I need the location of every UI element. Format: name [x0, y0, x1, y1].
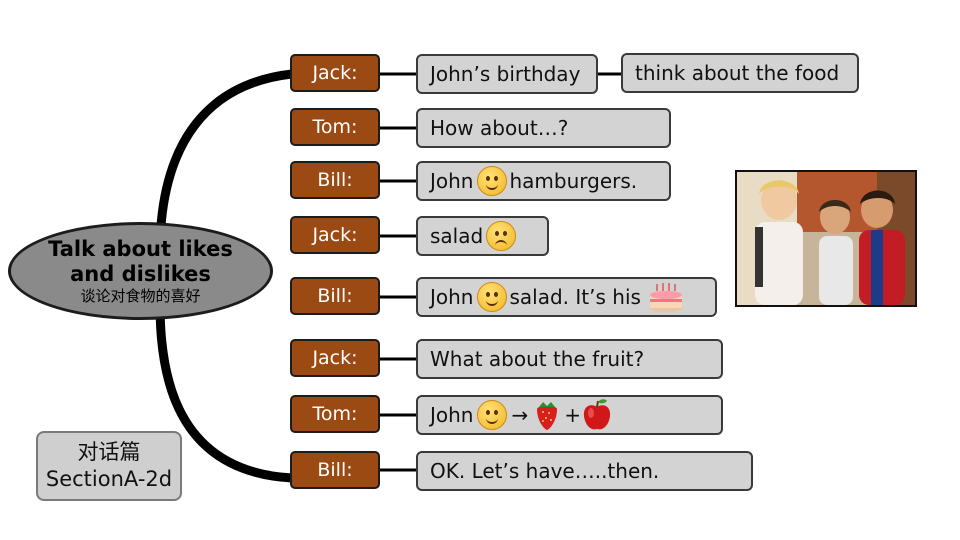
- worried-face-icon: [486, 221, 517, 251]
- line-john-word: John: [430, 403, 474, 427]
- speaker-tom-2: Tom:: [290, 395, 380, 433]
- line-john-word: John: [430, 285, 474, 309]
- line-salad-its-his: salad. It’s his: [509, 285, 641, 309]
- line-salad-word: salad: [430, 224, 484, 248]
- section-tag-line2: SectionA-2d: [45, 467, 173, 491]
- speaker-bill-3: Bill:: [290, 451, 380, 489]
- central-topic-title-line2: and dislikes: [70, 261, 211, 286]
- strawberry-icon: [537, 402, 558, 430]
- speaker-tom-1: Tom:: [290, 108, 380, 146]
- line-john-word: John: [430, 169, 474, 193]
- speaker-jack-3: Jack:: [290, 339, 380, 377]
- line-ok-lets-have: OK. Let’s have…..then.: [416, 451, 753, 491]
- arrow-symbol: →: [511, 403, 529, 427]
- line-john-likes-fruit: John → +: [416, 395, 723, 435]
- speaker-bill-2: Bill:: [290, 277, 380, 315]
- apple-icon: [583, 399, 611, 430]
- line-how-about: How about…?: [416, 108, 671, 148]
- smiling-face-icon: [476, 282, 507, 312]
- line-think-about-food: think about the food: [621, 53, 859, 93]
- central-topic-subtitle: 谈论对食物的喜好: [80, 286, 201, 305]
- birthday-cake-icon: [648, 283, 683, 312]
- line-salad-dislike: salad: [416, 216, 549, 256]
- line-johns-birthday: John’s birthday: [416, 54, 598, 94]
- section-tag-line1: 对话篇: [77, 440, 141, 464]
- speaker-jack-2: Jack:: [290, 216, 380, 254]
- smiling-face-icon: [476, 166, 507, 196]
- central-topic: Talk about likes and dislikes 谈论对食物的喜好: [8, 222, 273, 320]
- line-john-likes-hamburgers: John hamburgers.: [416, 161, 671, 201]
- three-boys-photo: [735, 170, 917, 307]
- section-tag: 对话篇 SectionA-2d: [36, 431, 182, 501]
- line-hamburgers-word: hamburgers.: [509, 169, 638, 193]
- smiling-face-icon: [476, 400, 507, 430]
- speaker-jack-1: Jack:: [290, 54, 380, 92]
- line-what-about-fruit: What about the fruit?: [416, 339, 723, 379]
- line-john-likes-salad: John salad. It’s his: [416, 277, 717, 317]
- plus-symbol: +: [564, 403, 582, 427]
- central-topic-title-line1: Talk about likes: [48, 236, 233, 261]
- speaker-bill-1: Bill:: [290, 161, 380, 199]
